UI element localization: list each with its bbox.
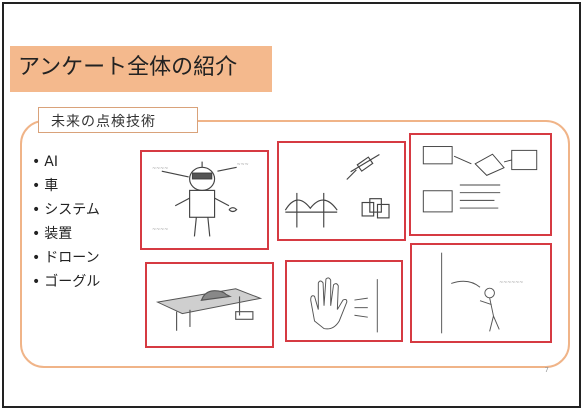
- page-title: アンケート全体の紹介: [18, 55, 238, 80]
- drone-wall-sketch-thumbnail: ~~~~~~: [410, 243, 552, 343]
- section-tab: 未来の点検技術: [38, 107, 198, 133]
- bullet-list: AI 車 システム 装置 ドローン ゴーグル: [32, 150, 132, 294]
- system-diagram-sketch-thumbnail: [409, 133, 552, 236]
- document-frame: [2, 2, 581, 408]
- section-tab-label: 未来の点検技術: [51, 114, 156, 130]
- list-item: システム: [32, 198, 132, 222]
- car-icon: [155, 288, 263, 331]
- hand-icon: [310, 277, 378, 333]
- list-item: 装置: [32, 222, 132, 246]
- page-number: 7: [544, 366, 549, 374]
- svg-text:~~~~: ~~~~: [152, 166, 168, 171]
- list-item: ドローン: [32, 246, 132, 270]
- car-on-bridge-sketch-thumbnail: [145, 262, 274, 348]
- robot-icon: ~~~~ ~~~ ~~~~: [152, 161, 249, 237]
- robot-sketch-thumbnail: ~~~~ ~~~ ~~~~: [140, 150, 269, 250]
- list-item: AI: [32, 150, 132, 174]
- svg-text:~~~~: ~~~~: [152, 228, 168, 233]
- title-banner: アンケート全体の紹介: [10, 46, 272, 92]
- hand-sketch-thumbnail: [285, 260, 403, 342]
- list-item: ゴーグル: [32, 270, 132, 294]
- bridge-satellite-sketch-thumbnail: [277, 141, 406, 241]
- svg-text:~~~~~~: ~~~~~~: [499, 280, 523, 285]
- drone-icon: ~~~~~~: [441, 252, 523, 334]
- bridge-icon: [284, 154, 390, 228]
- svg-text:~~~: ~~~: [237, 162, 249, 167]
- list-item: 車: [32, 174, 132, 198]
- content-panel: [20, 120, 570, 368]
- diagram-icon: [422, 146, 538, 213]
